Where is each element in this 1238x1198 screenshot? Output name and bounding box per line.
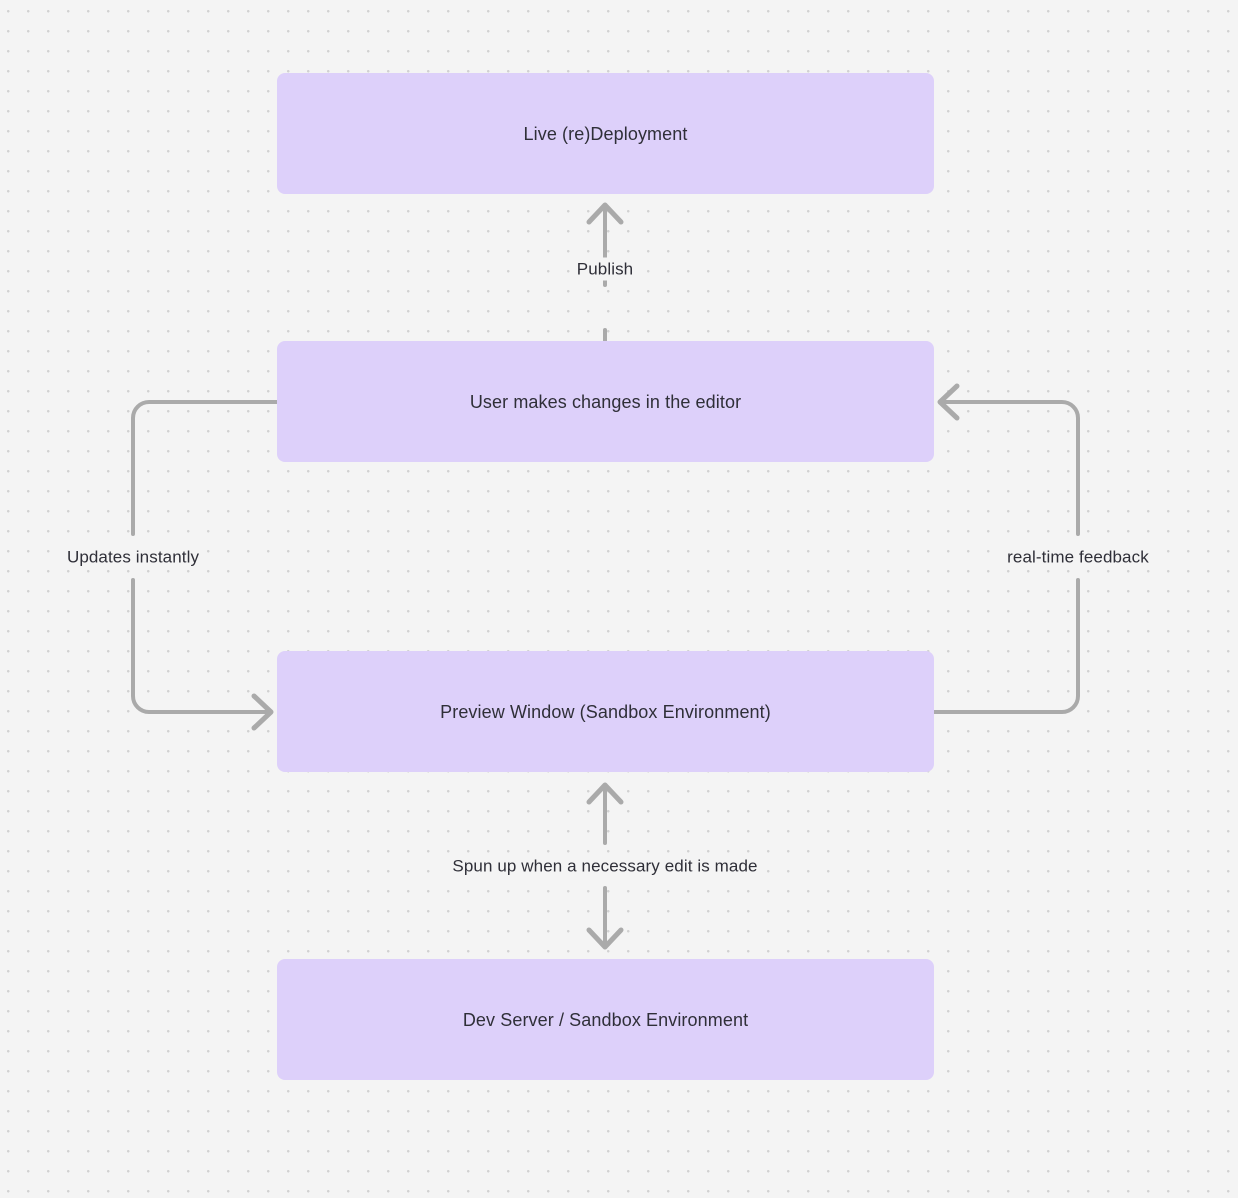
edge-label-updates-instantly: Updates instantly: [60, 545, 206, 569]
node-dev-server[interactable]: Dev Server / Sandbox Environment: [277, 959, 934, 1080]
node-label: Preview Window (Sandbox Environment): [440, 701, 771, 722]
edge-label-publish: Publish: [570, 257, 640, 281]
node-preview-window[interactable]: Preview Window (Sandbox Environment): [277, 651, 934, 772]
edge-label-real-time-feedback: real-time feedback: [1001, 545, 1155, 569]
edge-label-spun-up: Spun up when a necessary edit is made: [446, 854, 764, 878]
node-user-edits[interactable]: User makes changes in the editor: [277, 341, 934, 462]
node-label: Dev Server / Sandbox Environment: [462, 1009, 749, 1030]
node-label: Live (re)Deployment: [523, 123, 688, 144]
node-label: User makes changes in the editor: [469, 391, 742, 412]
node-live-deployment[interactable]: Live (re)Deployment: [277, 73, 934, 194]
